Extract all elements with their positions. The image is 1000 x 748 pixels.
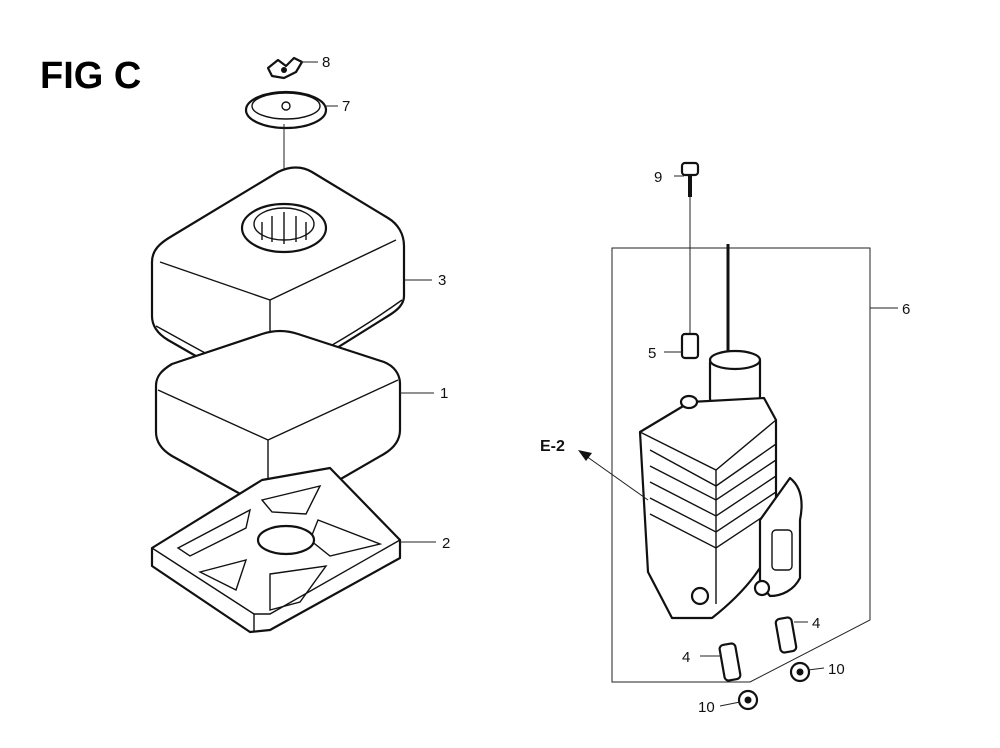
callout-label: 9 (654, 169, 662, 186)
callout-label: 5 (648, 345, 656, 362)
nut-icon (737, 661, 811, 711)
wing-nut-icon (266, 56, 304, 80)
bolt-icon (680, 161, 700, 342)
stud-icon (718, 616, 798, 682)
callout-label: 10 (828, 661, 845, 678)
callout-label: 6 (902, 301, 910, 318)
reference-label: E-2 (540, 438, 565, 455)
callout-label: 10 (698, 699, 715, 716)
callout-label: 4 (682, 649, 690, 666)
callout-label: 8 (322, 54, 330, 71)
figure-title: FIG C (40, 55, 141, 97)
filter-element-icon (154, 329, 402, 512)
cover-icon (150, 124, 406, 392)
callout-label: 3 (438, 272, 446, 289)
callout-label: 1 (440, 385, 448, 402)
grid-icon (150, 466, 402, 634)
callout-label: 4 (812, 615, 820, 632)
washer-icon (244, 90, 328, 130)
callout-label: 7 (342, 98, 350, 115)
collar-icon (680, 332, 700, 360)
case-icon (638, 244, 803, 620)
callout-label: 2 (442, 535, 450, 552)
